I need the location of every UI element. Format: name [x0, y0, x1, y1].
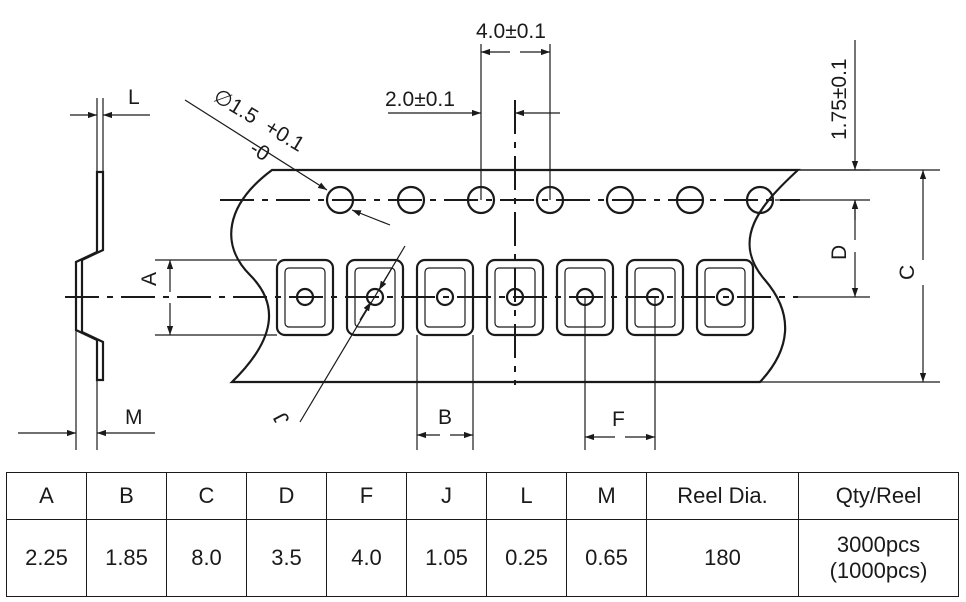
header-A: A: [6, 472, 87, 520]
table-header-row: A B C D F J L M Reel Dia. Qty/Reel: [6, 472, 959, 520]
value-L: 0.25: [486, 519, 567, 597]
header-L: L: [486, 472, 567, 520]
header-D: D: [246, 472, 327, 520]
dim-edge-175: [775, 40, 870, 220]
label-F: F: [612, 408, 625, 431]
pocket-4: [485, 258, 545, 337]
dim-hole-diameter: [184, 99, 391, 226]
dim-J: [299, 245, 406, 423]
dim-B: [416, 335, 474, 450]
dim-D: [798, 200, 870, 298]
label-pitch-4: 4.0±0.1: [476, 20, 546, 43]
header-qty-reel: Qty/Reel: [798, 472, 959, 520]
dim-pitch-4: [480, 44, 551, 200]
value-D: 3.5: [246, 519, 327, 597]
header-B: B: [86, 472, 167, 520]
tape-side-profile: [18, 98, 155, 450]
dim-F: [584, 297, 656, 450]
header-reel-dia: Reel Dia.: [646, 472, 799, 520]
label-edge-175: 1.75±0.1: [828, 58, 851, 140]
qty-line-1: 3000pcs: [836, 531, 921, 557]
value-F: 4.0: [326, 519, 407, 597]
table-value-row: 2.25 1.85 8.0 3.5 4.0 1.05 0.25 0.65 180…: [6, 519, 959, 597]
label-L: L: [128, 86, 140, 109]
header-F: F: [326, 472, 407, 520]
header-J: J: [406, 472, 487, 520]
sprocket-holes: [325, 185, 775, 215]
pocket-1: [275, 258, 335, 337]
label-C: C: [896, 265, 919, 280]
label-D: D: [828, 245, 851, 260]
label-hole-diameter: ∅1.5: [209, 85, 262, 129]
value-A: 2.25: [6, 519, 87, 597]
dim-C: [760, 169, 940, 383]
label-pitch-2: 2.0±0.1: [385, 88, 455, 111]
header-M: M: [566, 472, 647, 520]
value-qty-reel: 3000pcs (1000pcs): [798, 519, 959, 597]
spec-table: A B C D F J L M Reel Dia. Qty/Reel 2.25 …: [6, 472, 959, 597]
label-A: A: [138, 272, 161, 286]
label-B: B: [438, 406, 452, 429]
header-C: C: [166, 472, 247, 520]
label-J: J: [269, 408, 294, 428]
value-M: 0.65: [566, 519, 647, 597]
label-M: M: [125, 406, 143, 429]
dim-A: [155, 259, 277, 336]
pocket-2: [345, 258, 405, 337]
tape-drawing: L M: [18, 20, 940, 450]
value-J: 1.05: [406, 519, 487, 597]
value-reel-dia: 180: [646, 519, 799, 597]
value-B: 1.85: [86, 519, 167, 597]
pocket-7: [695, 258, 755, 337]
value-C: 8.0: [166, 519, 247, 597]
pocket-3: [415, 258, 475, 337]
qty-line-2: (1000pcs): [829, 558, 928, 583]
